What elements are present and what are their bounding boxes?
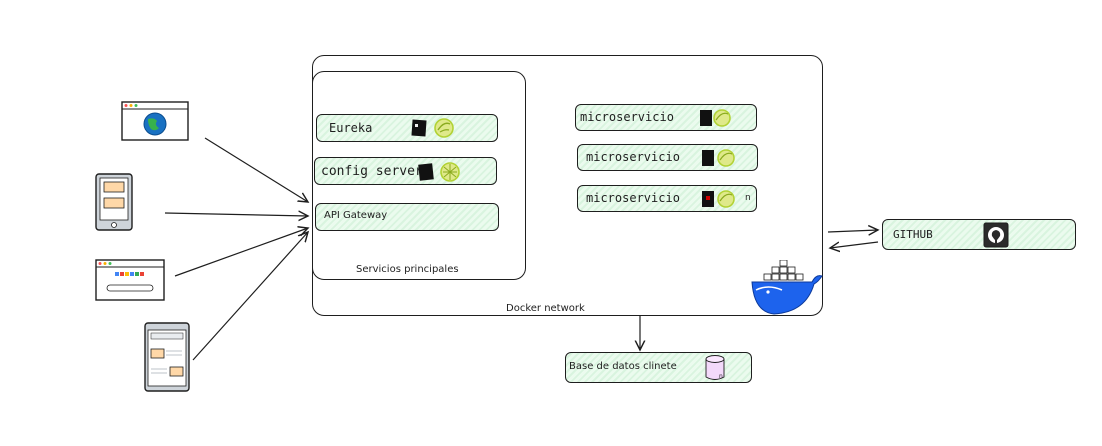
google-logo <box>115 272 144 276</box>
microservice-node-n[interactable]: microservicio n <box>577 185 757 212</box>
arrow-phone-to-network <box>164 213 308 216</box>
main-services-box <box>312 71 526 280</box>
spring-leaf-icon <box>717 149 735 167</box>
github-node[interactable]: GITHUB <box>882 219 1076 250</box>
google-browser-icon[interactable] <box>95 259 165 301</box>
tablet-icon[interactable] <box>144 322 190 392</box>
docker-network-label: Docker network <box>506 303 585 314</box>
spring-leaf-icon <box>434 118 454 138</box>
spring-cloud-icon <box>702 191 714 207</box>
database-node[interactable]: Base de datos clinete n <box>565 352 752 383</box>
arrow-github-to-network <box>830 241 879 248</box>
arrow-google-to-network <box>174 228 308 277</box>
docker-whale-icon <box>751 260 823 315</box>
config-server-label: config server <box>321 164 423 179</box>
eureka-node[interactable]: Eureka <box>316 114 498 142</box>
spring-cloud-icon <box>700 110 712 126</box>
spring-cloud-icon <box>418 163 434 181</box>
microservice-label: microservicio <box>580 110 674 124</box>
github-label: GITHUB <box>893 228 933 241</box>
api-gateway-node[interactable]: API Gateway <box>315 203 499 231</box>
arrow-tablet-to-network <box>192 232 308 361</box>
microservice-node-1[interactable]: microservicio <box>575 104 757 131</box>
arrow-network-to-github <box>827 230 878 232</box>
config-server-node[interactable]: config server <box>314 157 497 185</box>
api-gateway-label: API Gateway <box>324 210 388 221</box>
spring-leaf-icon <box>717 190 735 208</box>
main-services-caption: Servicios principales <box>356 264 459 275</box>
github-icon <box>983 222 1009 248</box>
database-icon: n <box>705 355 725 380</box>
spring-cloud-icon <box>411 119 427 137</box>
arrow-browser-to-network <box>204 137 308 202</box>
spring-leaf-icon <box>713 109 731 127</box>
eureka-label: Eureka <box>329 121 373 135</box>
microservice-label: microservicio <box>586 191 680 205</box>
spring-leaf-icon <box>440 162 460 182</box>
mobile-phone-icon[interactable] <box>95 173 133 231</box>
svg-text:n: n <box>719 373 723 380</box>
browser-globe-icon[interactable] <box>121 101 189 141</box>
microservice-count-suffix: n <box>745 193 751 203</box>
microservice-label: microservicio <box>586 150 680 164</box>
microservice-node-2[interactable]: microservicio <box>577 144 758 171</box>
spring-cloud-icon <box>702 150 714 166</box>
database-label: Base de datos clinete <box>569 361 677 372</box>
